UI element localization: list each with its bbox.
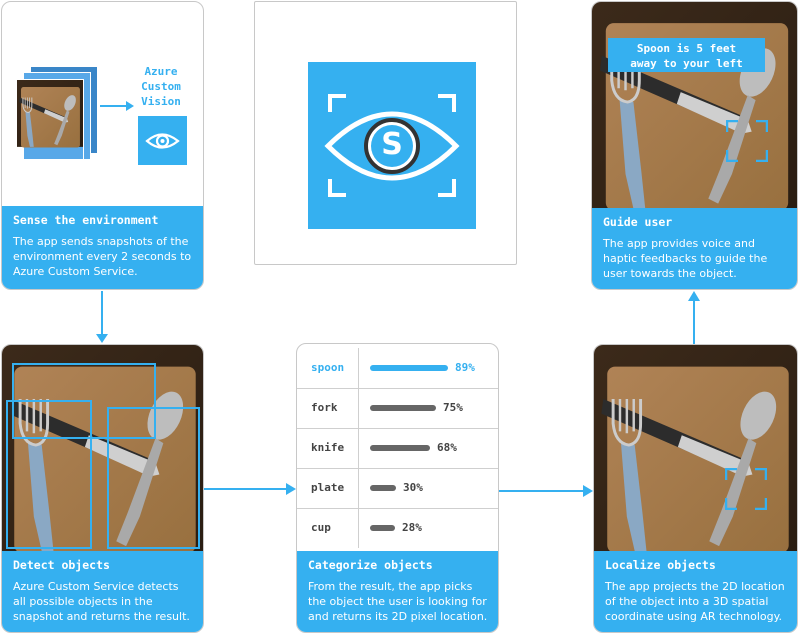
confidence-bar — [370, 405, 436, 411]
category-divider — [358, 388, 359, 428]
guide-description: The app provides voice and haptic feedba… — [603, 237, 768, 280]
bbox-fork — [6, 400, 92, 549]
confidence-percent: 89% — [455, 361, 475, 374]
app-logo: S — [308, 62, 476, 229]
sense-panel: Sense the environment The app sends snap… — [2, 206, 203, 289]
bbox-spoon — [107, 407, 200, 549]
logo-letter: S — [381, 127, 403, 162]
confidence-percent: 75% — [443, 401, 463, 414]
target-bracket-icon — [726, 120, 768, 162]
arrow-right-icon — [499, 485, 593, 497]
arrow-up-icon — [688, 291, 700, 344]
eye-scan-icon — [324, 94, 460, 197]
category-row: fork 75% — [297, 388, 498, 429]
detect-description: Azure Custom Service detects all possibl… — [13, 580, 190, 623]
category-row: plate 30% — [297, 468, 498, 509]
confidence-bar — [370, 445, 430, 451]
sense-card: Azure Custom Vision Sense the environmen… — [1, 1, 204, 290]
confidence-percent: 30% — [403, 481, 423, 494]
arrow-right-icon — [204, 483, 296, 495]
guide-title: Guide user — [603, 215, 673, 229]
categorize-title: Categorize objects — [308, 558, 433, 572]
eye-icon — [145, 133, 180, 149]
category-label: knife — [311, 441, 345, 454]
snapshot-stack — [16, 66, 106, 167]
category-label: fork — [311, 401, 338, 414]
azure-custom-vision-label: Azure Custom Vision — [141, 65, 181, 108]
guide-photo — [592, 2, 797, 208]
confidence-percent: 68% — [437, 441, 457, 454]
confidence-bar — [370, 365, 448, 371]
localize-photo — [594, 345, 797, 551]
localize-panel: Localize objects The app projects the 2D… — [594, 551, 797, 632]
arrow-right-icon — [100, 101, 134, 111]
category-row: cup 28% — [297, 508, 498, 548]
localize-card: Localize objects The app projects the 2D… — [593, 344, 798, 633]
guide-panel: Guide user The app provides voice and ha… — [592, 208, 797, 289]
confidence-bar — [370, 485, 396, 491]
app-logo-card: S — [254, 1, 517, 265]
localize-title: Localize objects — [605, 558, 716, 572]
snapshot-photo — [16, 79, 84, 167]
azure-vision-tile — [138, 116, 187, 165]
confidence-bar — [370, 525, 395, 531]
speech-bubble: Spoon is 5 feet away to your left — [608, 38, 765, 72]
category-label: cup — [311, 521, 331, 534]
categorize-panel: Categorize objects From the result, the … — [297, 551, 498, 632]
category-row: knife 68% — [297, 428, 498, 469]
category-divider — [358, 348, 359, 388]
arrow-down-icon — [96, 291, 108, 343]
category-row: spoon 89% — [297, 348, 498, 389]
category-label: plate — [311, 481, 345, 494]
sense-description: The app sends snapshots of the environme… — [13, 235, 192, 278]
guide-card: Spoon is 5 feet away to your left Guide … — [591, 1, 798, 290]
detect-card: Detect objects Azure Custom Service dete… — [1, 344, 204, 633]
sense-title: Sense the environment — [13, 213, 159, 227]
category-divider — [358, 428, 359, 468]
category-list: spoon 89% fork 75% knife 68% plate 30% cup 28% — [297, 348, 498, 548]
category-label: spoon — [311, 361, 345, 374]
target-bracket-icon — [725, 468, 767, 510]
localize-description: The app projects the 2D location of the … — [605, 580, 785, 623]
category-divider — [358, 468, 359, 508]
detect-panel: Detect objects Azure Custom Service dete… — [2, 551, 203, 632]
categorize-description: From the result, the app picks the objec… — [308, 580, 488, 623]
confidence-percent: 28% — [402, 521, 422, 534]
categorize-card: spoon 89% fork 75% knife 68% plate 30% cup 28% Ca… — [296, 343, 499, 633]
category-divider — [358, 508, 359, 548]
detect-title: Detect objects — [13, 558, 110, 572]
